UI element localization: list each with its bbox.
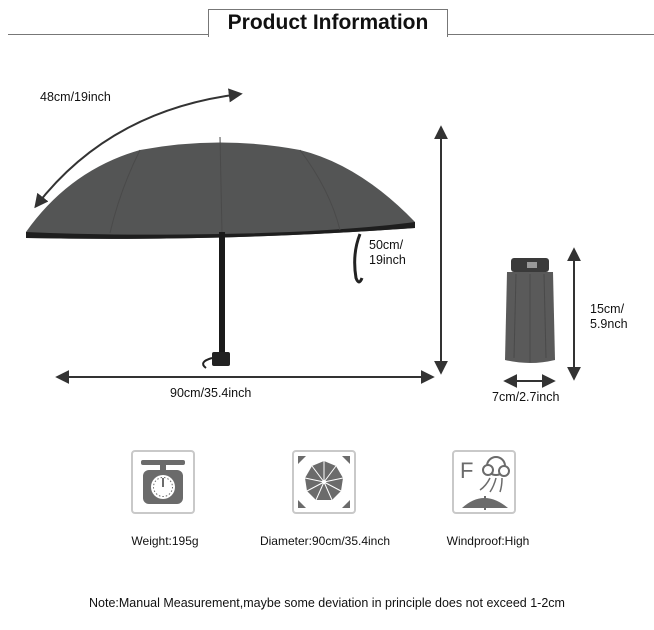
- measurement-note: Note:Manual Measurement,maybe some devia…: [89, 596, 565, 610]
- folded-length-line-1: 15cm/: [590, 302, 625, 316]
- weight-label: Weight:195g: [131, 534, 199, 548]
- windproof-feature: F: [452, 450, 516, 514]
- rib-length-arrow: [34, 88, 243, 209]
- umbrella-canopy-icon: [298, 456, 350, 508]
- header-tab: [208, 9, 448, 37]
- open-height-line-2: 19inch: [369, 253, 406, 267]
- diameter-label: Diameter:90cm/35.4inch: [259, 534, 391, 548]
- header: Product Information: [0, 0, 654, 40]
- open-umbrella-image: [26, 136, 415, 369]
- open-height-line-1: 50cm/: [369, 238, 404, 252]
- wind-icon: F: [460, 456, 510, 510]
- open-diameter-label: 90cm/35.4inch: [170, 386, 252, 400]
- folded-length-label: 15cm/ 5.9nch: [590, 302, 628, 332]
- product-diagram: [26, 88, 581, 388]
- folded-length-line-2: 5.9nch: [590, 317, 628, 331]
- folded-umbrella-image: [505, 258, 555, 363]
- windproof-label: Windproof:High: [446, 534, 530, 548]
- folded-width-label: 7cm/2.7inch: [492, 390, 560, 404]
- rib-length-label: 48cm/19inch: [40, 90, 111, 104]
- scale-icon: [141, 460, 185, 504]
- open-height-label: 50cm/ 19inch: [369, 238, 406, 268]
- page-title: Product Information: [227, 11, 429, 34]
- diameter-feature: [292, 450, 356, 514]
- wind-force-glyph: F: [460, 458, 473, 483]
- weight-feature: [131, 450, 195, 514]
